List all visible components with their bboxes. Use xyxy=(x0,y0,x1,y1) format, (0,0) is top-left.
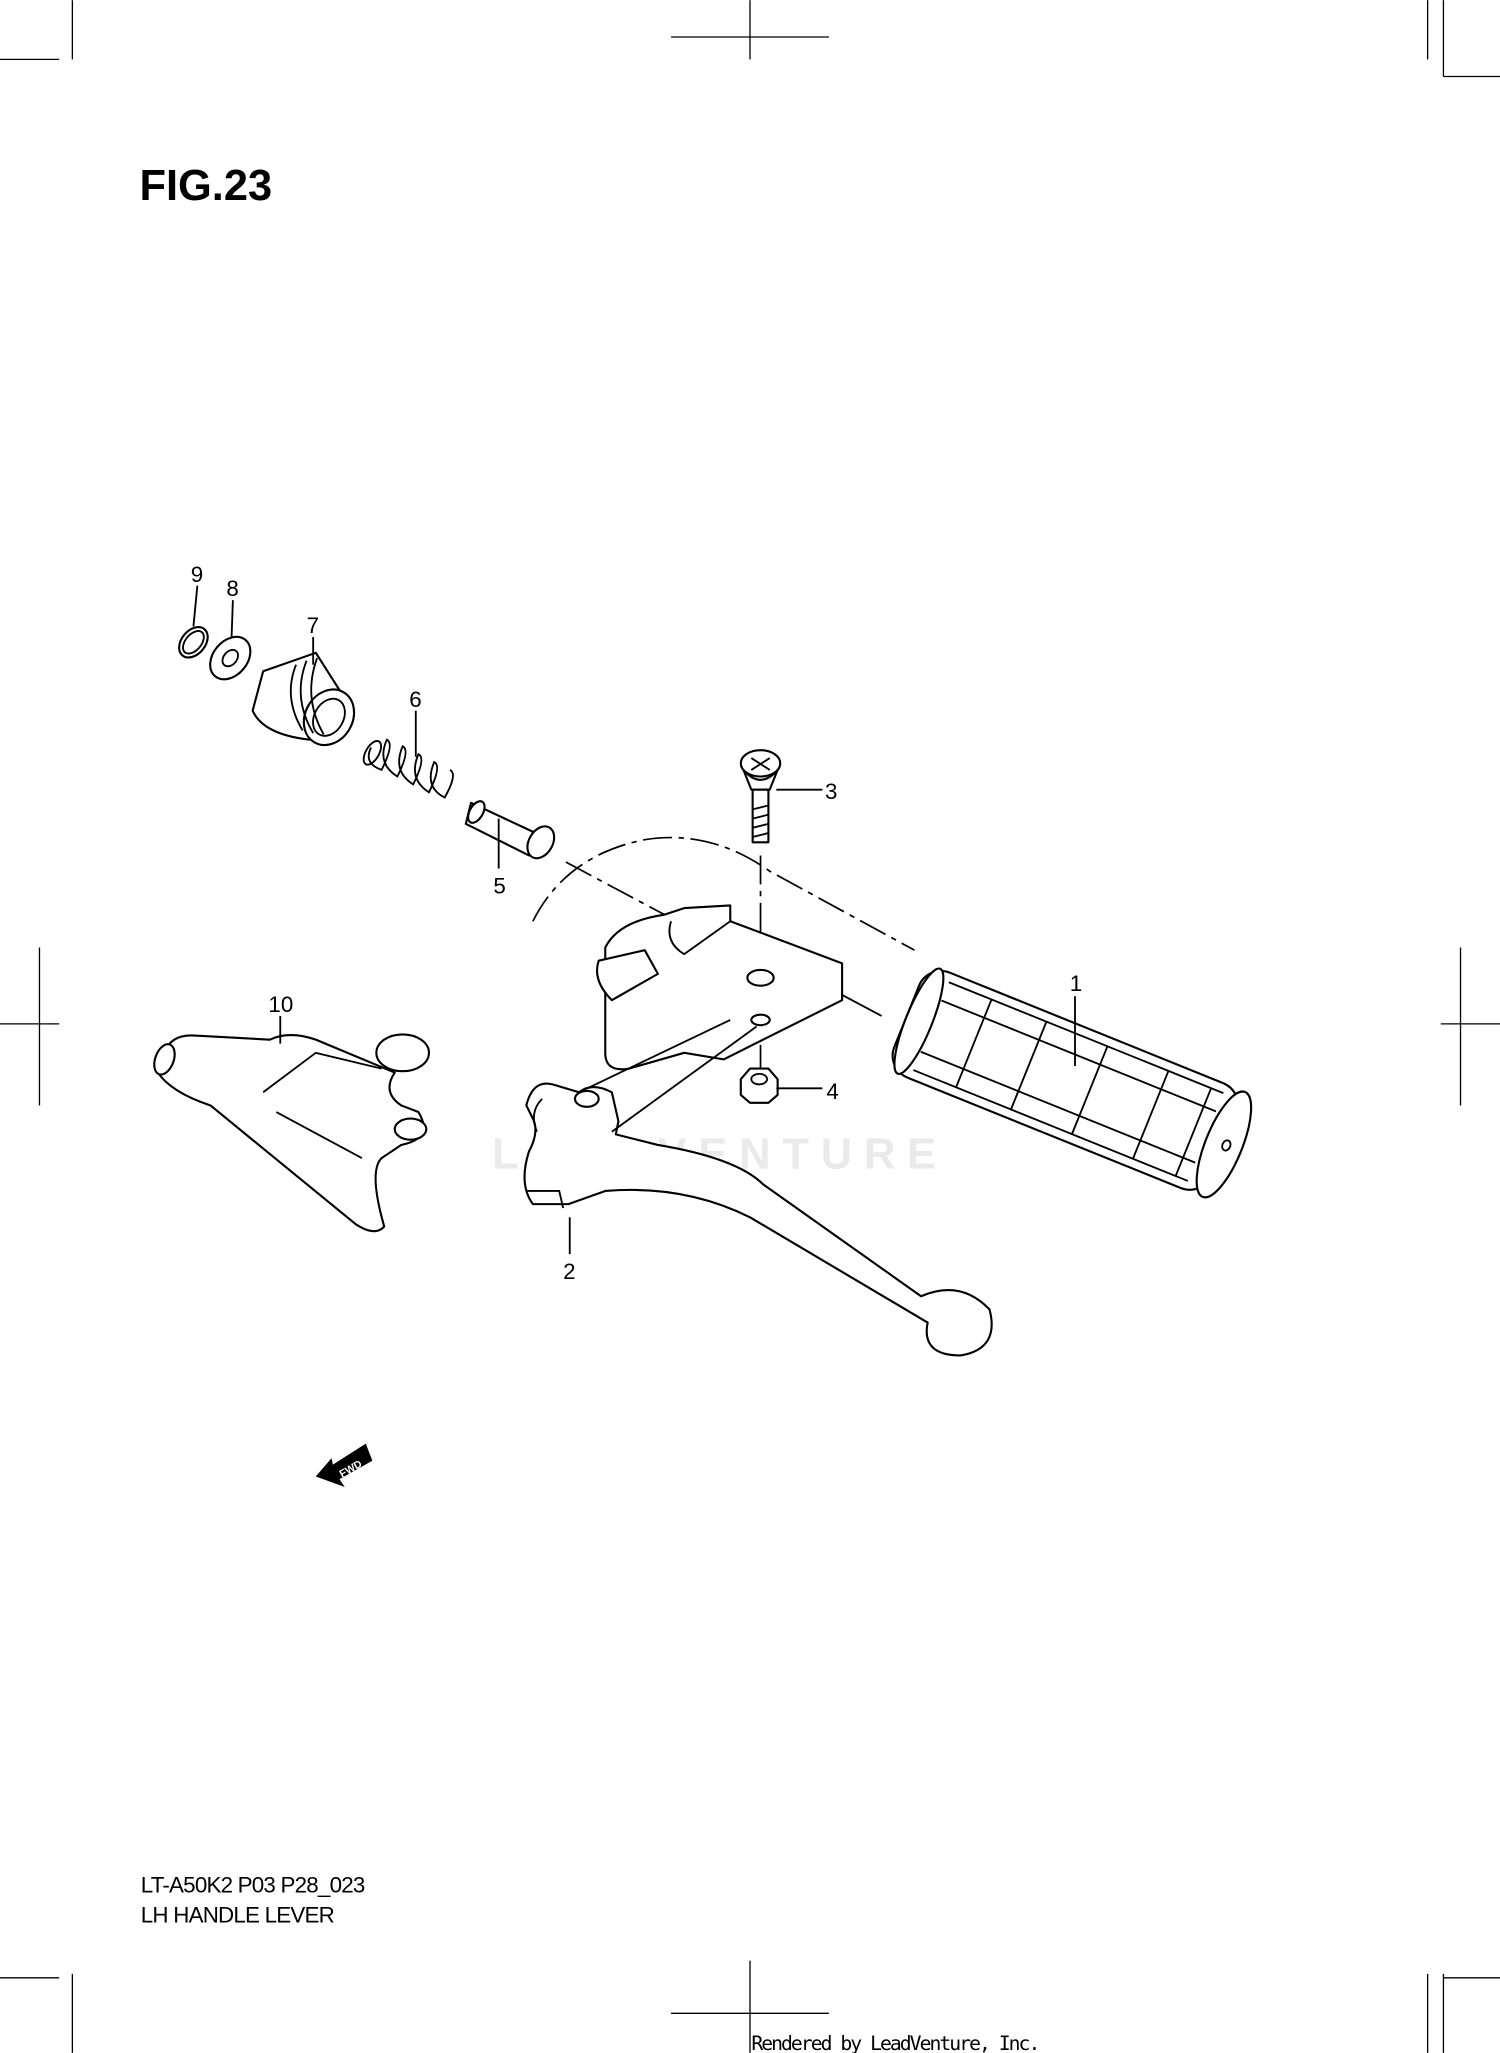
callout-10: 10 xyxy=(268,992,293,1017)
part-8-washer[interactable] xyxy=(202,629,259,687)
rendered-by-credit: Rendered by LeadVenture, Inc. xyxy=(751,2032,1038,2053)
part-2-clutch-lever[interactable] xyxy=(523,1019,993,1357)
part-5-pivot-pin[interactable] xyxy=(464,798,560,863)
figure-name: LH HANDLE LEVER xyxy=(141,1903,335,1928)
figure-title: FIG.23 xyxy=(139,162,272,210)
callouts: 1 2 3 4 5 6 7 8 9 10 xyxy=(191,562,1082,1284)
forward-direction-arrow-icon: FWD xyxy=(315,1443,373,1488)
part-3-bolt[interactable] xyxy=(739,749,782,844)
leader-lines xyxy=(192,585,1076,1255)
part-9-circlip[interactable] xyxy=(173,622,213,663)
part-1-grip[interactable] xyxy=(886,964,1263,1204)
part-10-lever-cover[interactable] xyxy=(150,1033,430,1233)
part-6-spring[interactable] xyxy=(360,738,454,799)
callout-8: 8 xyxy=(226,576,238,601)
callout-9: 9 xyxy=(191,562,203,587)
model-code: LT-A50K2 P03 P28_023 xyxy=(141,1872,365,1897)
part-7-boot[interactable] xyxy=(251,651,364,754)
callout-1: 1 xyxy=(1070,971,1082,996)
callout-7: 7 xyxy=(307,613,319,638)
callout-2: 2 xyxy=(563,1259,575,1284)
callout-4: 4 xyxy=(826,1079,838,1104)
part-4-nut[interactable] xyxy=(739,1067,779,1104)
callout-3: 3 xyxy=(825,779,837,804)
callout-5: 5 xyxy=(493,874,505,899)
lever-bracket xyxy=(595,904,844,1071)
callout-6: 6 xyxy=(409,687,421,712)
